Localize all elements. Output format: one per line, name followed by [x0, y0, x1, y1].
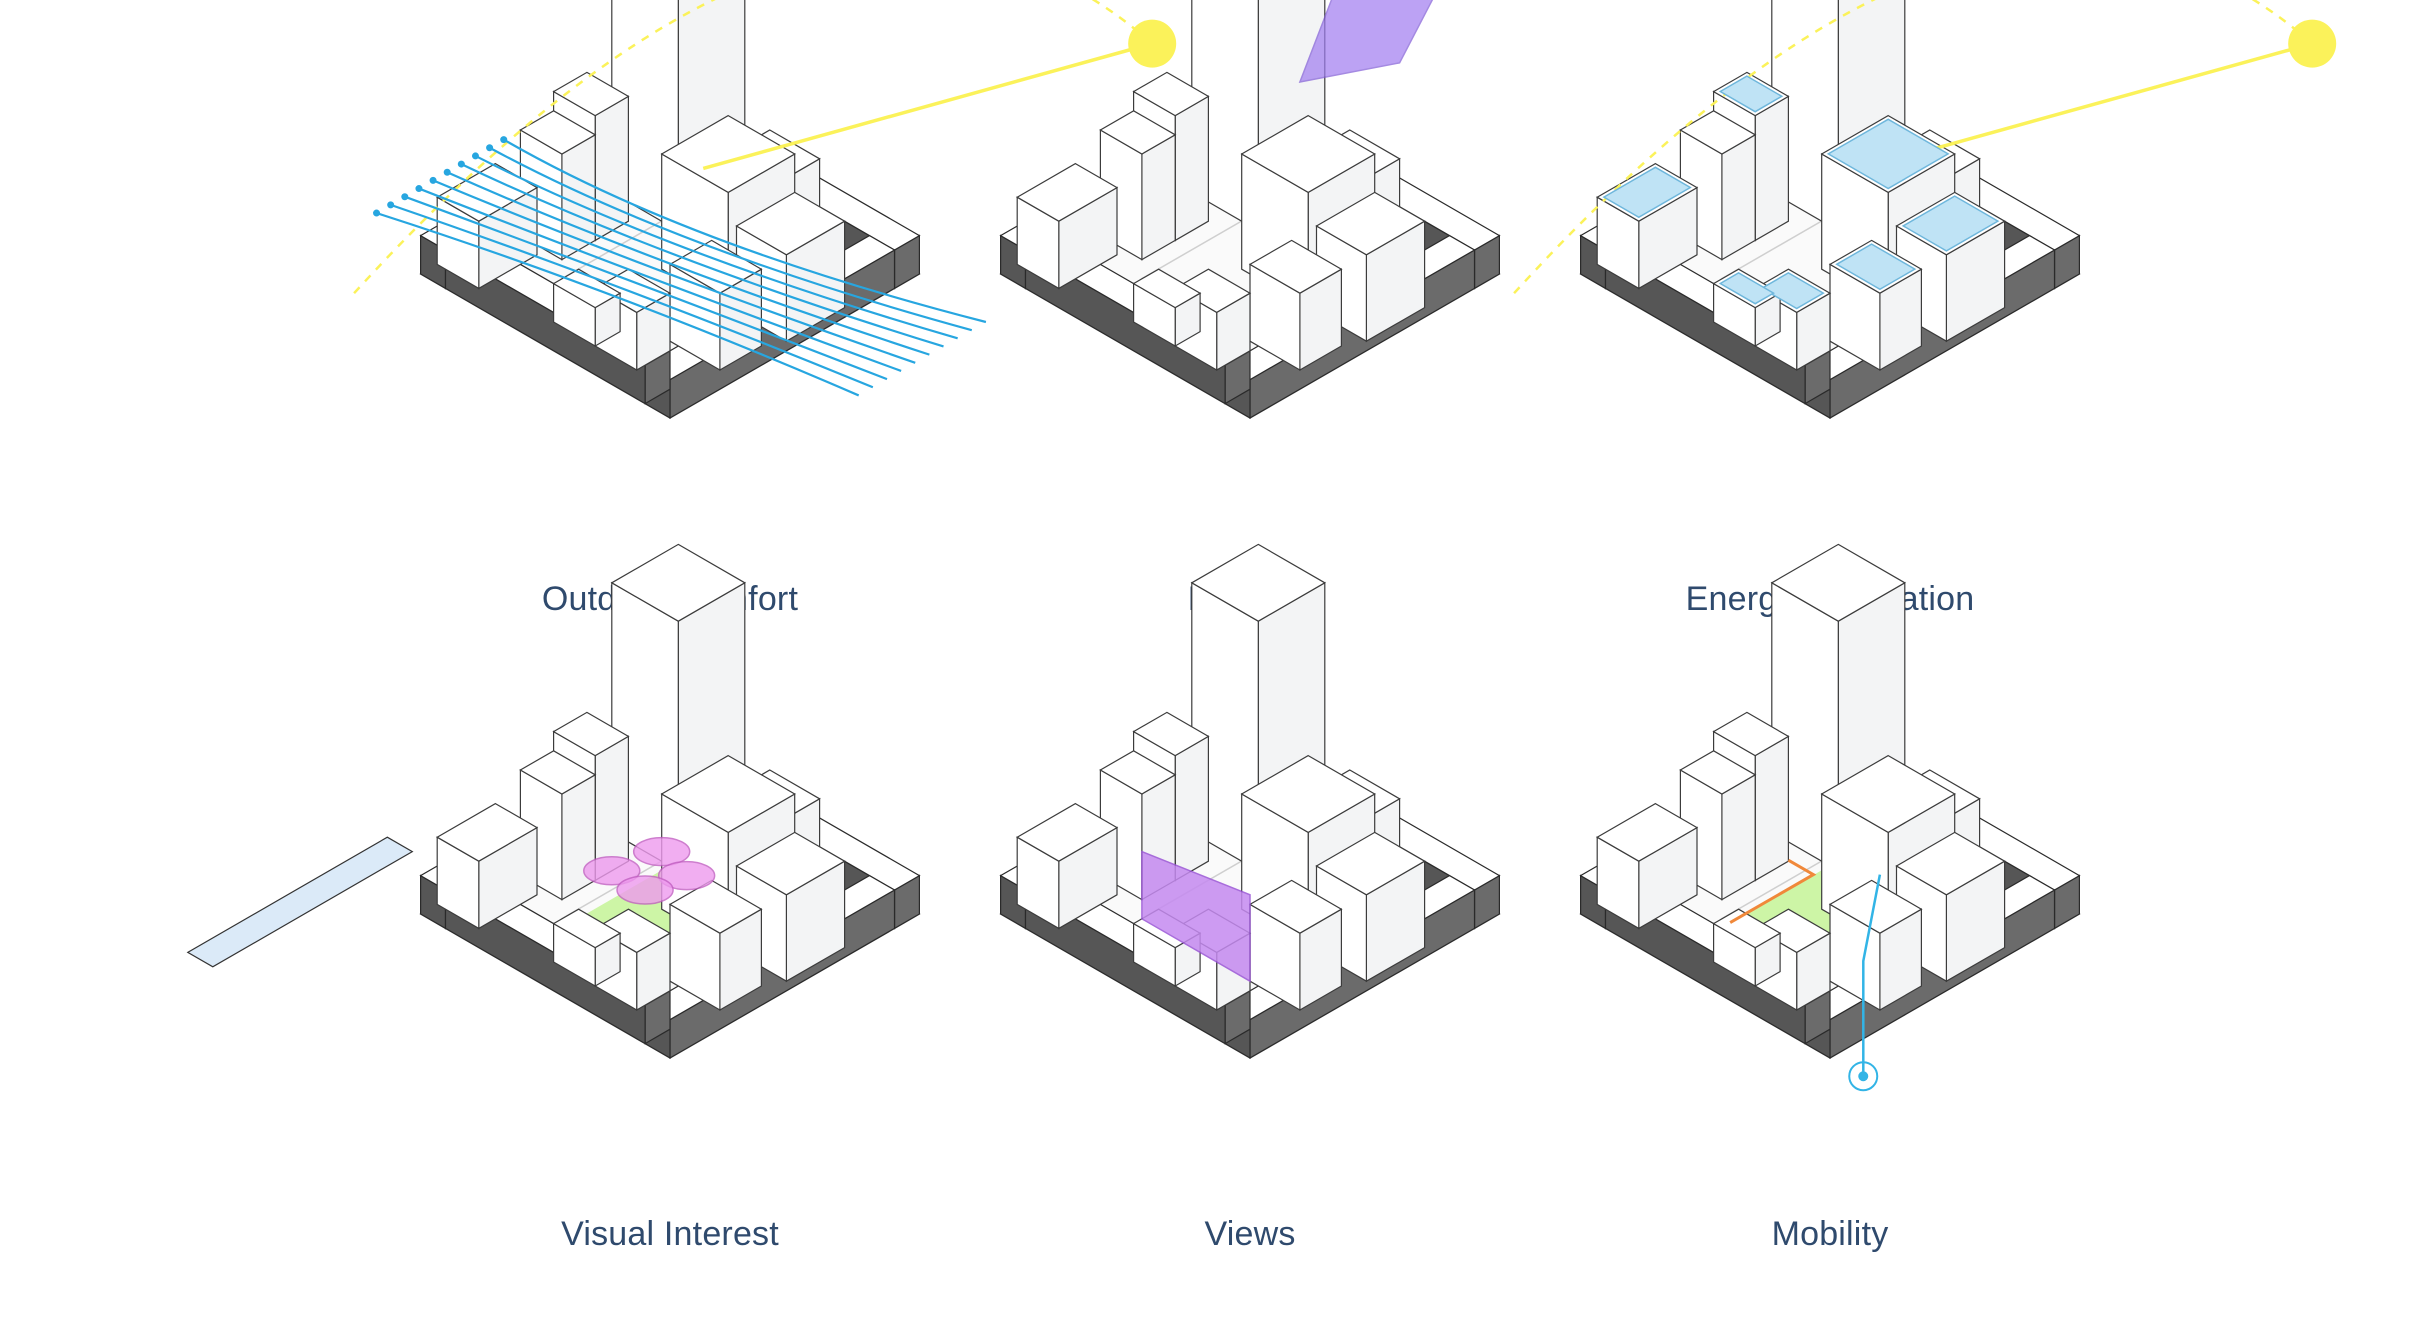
sun-icon	[1128, 19, 1177, 68]
wind-streamline	[460, 163, 944, 348]
transit-stop-icon	[1848, 1061, 1879, 1092]
right-front-block	[1248, 239, 1343, 372]
wind-arrow-icon	[443, 168, 451, 176]
wind-arrow-icon	[457, 160, 465, 168]
wind-streamline	[432, 179, 916, 364]
visual-interest-icon	[583, 856, 641, 886]
left-front-block	[1015, 162, 1119, 290]
mobility-path-orange	[1729, 858, 1817, 924]
view-plane-icon	[1141, 850, 1251, 983]
left-front-block	[1015, 802, 1119, 930]
wind-arrow-icon	[387, 201, 395, 209]
wind-arrow-icon	[373, 209, 381, 217]
sun-ray	[702, 41, 1153, 171]
solar-panel-icon	[1602, 166, 1692, 219]
transit-stop-dot	[1858, 1071, 1869, 1082]
right-front-block	[1828, 879, 1923, 1012]
wind-arrow-icon	[486, 144, 494, 152]
solar-panel-icon	[1835, 243, 1917, 291]
panel-daylight: Daylight	[930, 0, 1570, 680]
visual-interest-icon	[632, 836, 691, 867]
outdoor-comfort-diagram	[353, 0, 1177, 420]
sidewalk-strip	[186, 836, 414, 968]
solar-panel-icon	[1718, 75, 1784, 113]
wind-arrow-icon	[471, 152, 479, 160]
sun-path-arc	[1513, 0, 2314, 295]
front-block-b	[1132, 268, 1202, 348]
wind-streamline	[474, 154, 958, 340]
sun-path-arc	[353, 0, 1154, 295]
visual-interest-icon	[616, 875, 674, 905]
panel-mobility: Mobility	[1510, 543, 2150, 1320]
wind-streamline	[390, 203, 874, 389]
solar-panel-icon	[1718, 272, 1775, 305]
wind-arrow-icon	[401, 193, 409, 201]
wind-streamline	[489, 146, 973, 332]
panel-label: Views	[1204, 1215, 1296, 1253]
wind-arrow-icon	[500, 136, 508, 144]
energy-generation-diagram	[1513, 0, 2337, 420]
panel-outdoor-comfort: Outdoor Comfort	[350, 0, 1177, 680]
wind-streamline	[446, 171, 930, 356]
right-front-block	[1248, 879, 1343, 1012]
mobility-diagram	[1579, 543, 2081, 1092]
solar-panel-icon	[1901, 195, 2000, 252]
right-front-block	[668, 879, 763, 1012]
mobility-path-blue	[1862, 874, 1882, 1077]
sun-icon	[2288, 19, 2337, 68]
daylight-sky-dome-icon	[1298, 0, 1434, 83]
front-block-b	[552, 908, 622, 988]
wind-streamline	[503, 138, 987, 324]
panel-energy-generation: Energy Generation	[1510, 0, 2337, 680]
solar-panel-icon	[1826, 118, 1950, 190]
visual-interest-diagram	[186, 543, 921, 1060]
panel-visual-interest: Visual Interest	[186, 543, 990, 1320]
left-front-block	[1595, 802, 1699, 930]
left-front-block	[435, 802, 539, 930]
wind-arrow-icon	[415, 185, 423, 193]
solar-panel-icon	[1760, 272, 1825, 310]
wind-streamline	[376, 211, 860, 397]
wind-arrow-icon	[429, 176, 437, 184]
wind-streamline	[404, 195, 888, 381]
visual-interest-icon	[657, 860, 716, 891]
left-front-block	[435, 162, 539, 290]
panel-label: Mobility	[1771, 1215, 1889, 1253]
front-block-b	[1712, 908, 1782, 988]
views-diagram	[999, 543, 1501, 1060]
daylight-diagram	[999, 0, 1501, 420]
panel-label: Visual Interest	[561, 1215, 779, 1253]
wind-streamline	[418, 187, 902, 372]
panel-views: Views	[930, 543, 1570, 1320]
